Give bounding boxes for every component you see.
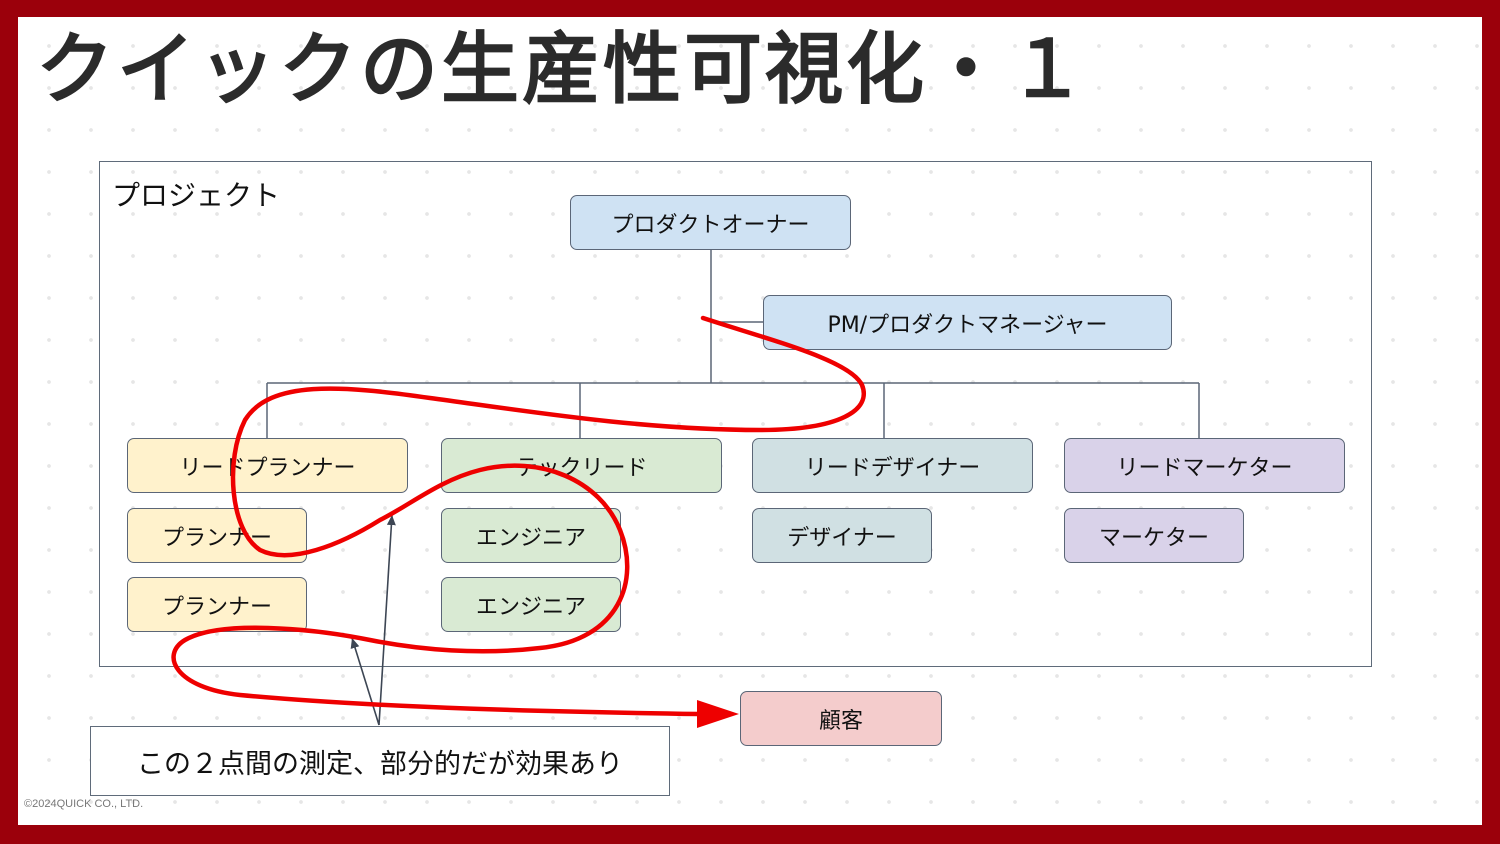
- node-lead-designer: リードデザイナー: [752, 438, 1033, 493]
- slide-title: クイックの生産性可視化・１: [36, 25, 1090, 115]
- node-planner-1: プランナー: [127, 508, 307, 563]
- node-engineer-2: エンジニア: [441, 577, 621, 632]
- node-lead-marketer: リードマーケター: [1064, 438, 1345, 493]
- measurement-callout: この２点間の測定、部分的だが効果あり: [90, 726, 670, 796]
- node-planner-2: プランナー: [127, 577, 307, 632]
- copyright-notice: ©2024QUICK CO., LTD.: [24, 798, 144, 810]
- node-pm: PM/プロダクトマネージャー: [763, 295, 1172, 350]
- node-customer: 顧客: [740, 691, 942, 746]
- node-designer: デザイナー: [752, 508, 932, 563]
- node-engineer-1: エンジニア: [441, 508, 621, 563]
- node-marketer: マーケター: [1064, 508, 1244, 563]
- node-tech-lead: テックリード: [441, 438, 722, 493]
- node-product-owner: プロダクトオーナー: [570, 195, 851, 250]
- node-lead-planner: リードプランナー: [127, 438, 408, 493]
- project-label: プロジェクト: [112, 179, 281, 212]
